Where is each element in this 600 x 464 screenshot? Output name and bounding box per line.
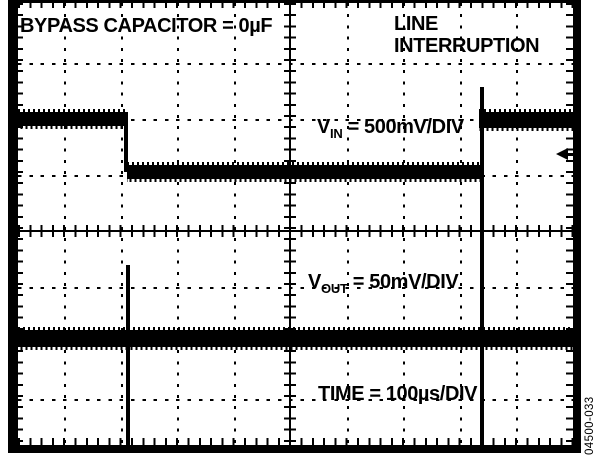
vin-scale-label: VIN = 500mV/DIV [317,116,464,145]
vin-subscript: IN [329,126,343,141]
trace-vin-high-left [18,109,128,129]
edge-ticks-bottom [18,438,573,445]
vout-subscript: OUT [320,281,348,296]
graticule-column [64,3,66,445]
scope-frame-top [8,0,581,3]
trace-vin-fall-edge [123,116,128,172]
trace-position-marker-icon [556,148,574,161]
center-horizontal-ticks [18,224,573,237]
figure-number: 04500-033 [584,396,596,455]
graticule-column [120,3,123,445]
trace-vin-high-right [479,109,573,131]
vin-symbol: V [317,116,330,138]
trace-vin-low [127,162,481,182]
vout-symbol: V [308,271,321,293]
trace-vout-spike-interrupt [126,265,130,453]
trace-vout [18,327,573,350]
scope-frame-left [8,0,18,453]
graticule-column [459,3,462,445]
trace-vin-vout-spike-recover [479,87,484,453]
graticule-column [346,3,349,445]
edge-ticks-top [18,3,573,8]
line-interruption-line1: LINE [394,13,438,35]
scope-frame-right [573,0,581,453]
graticule-column [177,3,179,445]
graticule-column [516,3,518,445]
edge-ticks-left [18,3,23,445]
edge-ticks-right [566,3,573,445]
bypass-capacitor-label: BYPASS CAPACITOR = 0µF [20,15,273,37]
vout-scale-label: VOUT = 50mV/DIV [308,271,459,300]
line-interruption-line2: INTERRUPTION [394,35,540,57]
vin-scale-value: = 500mV/DIV [347,116,465,138]
line-interruption-label: LINE INTERRUPTION [394,13,540,57]
graticule-column [403,3,405,445]
time-scale-label: TIME = 100µs/DIV [318,383,478,405]
vout-scale-value: = 50mV/DIV [352,271,459,293]
graticule-column [233,3,236,445]
scope-frame-bottom [8,445,581,453]
